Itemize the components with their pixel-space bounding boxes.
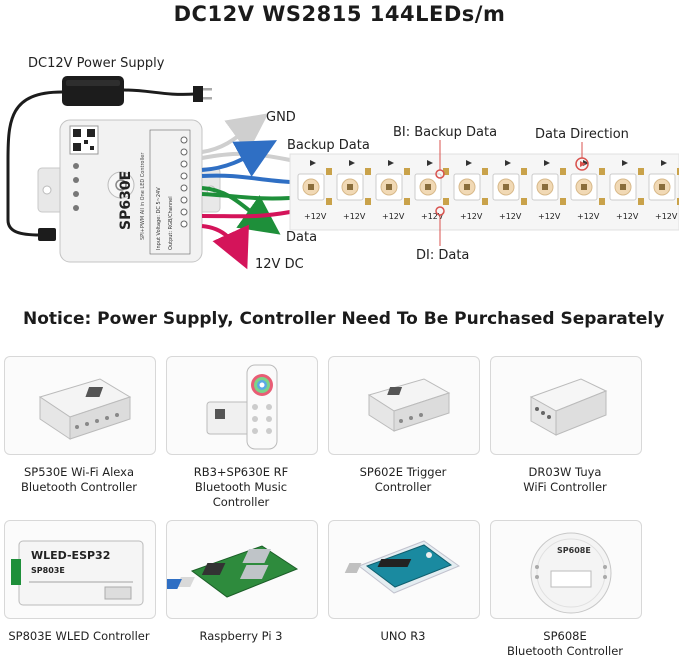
pad-label: +12V <box>343 212 366 221</box>
bi-label: BI: Backup Data <box>393 125 497 140</box>
led-pixel <box>375 168 410 205</box>
data-label: Data <box>286 230 317 245</box>
led-strip: +12V +12V +12V +12V +12V +12V +12V +12V +12V +12V <box>289 153 679 231</box>
di-label: DI: Data <box>416 248 469 263</box>
svg-text:SPI+PWM All in One LED Control: SPI+PWM All in One LED Controller <box>140 152 146 240</box>
direction-arrow-icon <box>622 160 628 166</box>
svg-text:WLED-ESP32: WLED-ESP32 <box>31 549 110 562</box>
product-caption: Raspberry Pi 3 <box>166 629 316 644</box>
pad-label: +12V <box>538 212 561 221</box>
led-pixel <box>336 168 371 205</box>
dc12v-label: 12V DC <box>255 257 304 272</box>
product-caption-line1: Raspberry Pi 3 <box>199 629 283 643</box>
dr03w-controller-image <box>490 356 642 455</box>
product-caption-line1: UNO R3 <box>380 629 426 643</box>
svg-text:SP608E: SP608E <box>557 546 591 555</box>
page-title: DC12V WS2815 144LEDs/m <box>173 2 506 26</box>
pad-label: +12V <box>304 212 327 221</box>
rb3-remote-controller-image <box>166 356 318 455</box>
led-pixel <box>570 168 605 205</box>
product-caption-line1: SP608E <box>543 629 587 643</box>
backup-data-label: Backup Data <box>287 138 370 153</box>
svg-text:Output: RGB/Channel: Output: RGB/Channel <box>168 196 174 250</box>
product-card[interactable]: Raspberry Pi 3 <box>166 520 318 644</box>
product-caption-line2: Controller <box>374 480 432 494</box>
led-pixel <box>609 168 644 205</box>
sp608e-controller-image: SP608E <box>490 520 642 619</box>
led-pixel <box>453 168 488 205</box>
svg-text:Input Voltage: DC 5~24V: Input Voltage: DC 5~24V <box>156 187 162 250</box>
product-caption-line1: SP602E Trigger <box>359 465 447 479</box>
direction-arrow-icon <box>505 160 511 166</box>
led-pixel <box>297 168 332 205</box>
product-caption-line2: Bluetooth Music Controller <box>194 480 288 509</box>
pad-label: +12V <box>460 212 483 221</box>
led-pixel <box>492 168 527 205</box>
product-caption-line2: WiFi Controller <box>523 480 607 494</box>
svg-text:SP803E: SP803E <box>31 566 65 575</box>
notice-heading: Notice: Power Supply, Controller Need To… <box>23 309 665 329</box>
power-wire <box>201 224 249 270</box>
pad-label: +12V <box>577 212 600 221</box>
led-pixel <box>648 168 679 205</box>
gnd-wire <box>201 113 269 154</box>
sp630e-controller-image: SP630E SPI+PWM All in One LED Controller… <box>37 119 221 263</box>
data-direction-label: Data Direction <box>535 127 629 142</box>
product-caption: SP803E WLED Controller <box>4 629 154 644</box>
gnd-label: GND <box>266 110 296 125</box>
product-card[interactable]: UNO R3 <box>328 520 480 644</box>
pad-label: +12V <box>655 212 678 221</box>
direction-arrow-icon <box>544 160 550 166</box>
data-wire <box>201 186 281 235</box>
svg-text:SP630E: SP630E <box>118 171 134 230</box>
direction-arrow-icon <box>310 160 316 166</box>
pad-label: +12V <box>616 212 639 221</box>
power-supply-label: DC12V Power Supply <box>28 56 165 71</box>
raspberry-pi-board-image <box>166 520 318 619</box>
pad-label: +12V <box>382 212 405 221</box>
product-caption: UNO R3 <box>328 629 478 644</box>
product-caption-line1: SP530E Wi-Fi Alexa <box>24 465 134 479</box>
product-caption-line1: SP803E WLED Controller <box>8 629 150 643</box>
product-caption-line1: RB3+SP630E RF <box>193 465 289 479</box>
led-pixel <box>531 168 566 205</box>
uno-r3-board-image <box>328 520 480 619</box>
direction-arrow-icon <box>466 160 472 166</box>
sp530e-controller-image <box>4 356 156 455</box>
pad-label: +12V <box>421 212 444 221</box>
power-adapter-image <box>6 76 212 241</box>
direction-arrow-icon <box>349 160 355 166</box>
direction-arrow-icon <box>388 160 394 166</box>
wiring-diagram: DC12V Power Supply SP630E SPI+PWM All in… <box>6 56 679 272</box>
product-caption-line2: Bluetooth Controller <box>20 480 138 494</box>
product-caption-line1: DR03W Tuya <box>528 465 602 479</box>
pad-label: +12V <box>499 212 522 221</box>
sp602e-controller-image <box>328 356 480 455</box>
direction-arrow-icon <box>427 160 433 166</box>
backup-data-wire <box>201 140 278 177</box>
direction-arrow-icon <box>661 160 667 166</box>
led-pixel <box>414 168 449 205</box>
